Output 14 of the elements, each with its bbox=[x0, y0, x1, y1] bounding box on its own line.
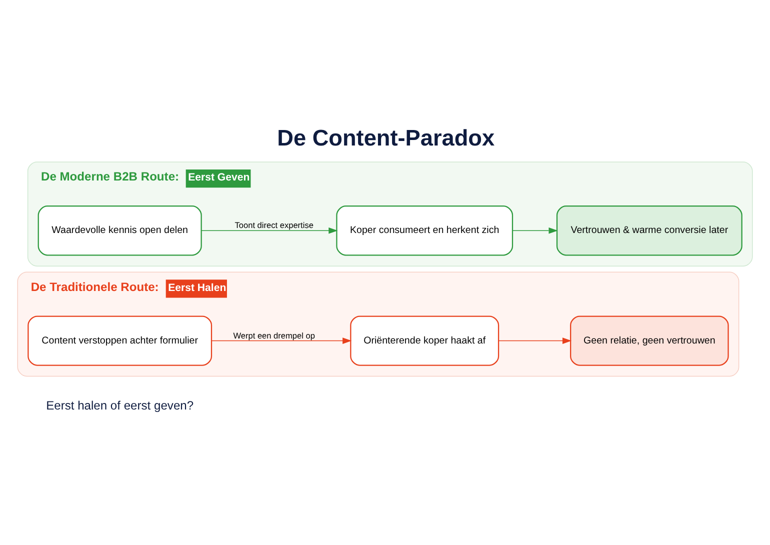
arrow bbox=[498, 338, 572, 344]
node-box: Oriënterende koper haakt af bbox=[350, 316, 500, 366]
label: Eerst halen of eerst geven? bbox=[46, 398, 194, 412]
edge-label: Werpt een drempel op bbox=[233, 330, 316, 340]
node-box: Geen relatie, geen vertrouwen bbox=[570, 316, 729, 366]
arrow bbox=[512, 227, 558, 234]
edge-label: Toont direct expertise bbox=[234, 220, 314, 230]
node-box: Content verstoppen achter formulier bbox=[28, 316, 212, 366]
node-box: Waardevolle kennis open delen bbox=[38, 206, 202, 256]
node-box: Vertrouwen & warme conversie later bbox=[556, 206, 742, 256]
diagram-title: De Content-Paradox bbox=[277, 125, 495, 150]
arrow bbox=[201, 227, 338, 234]
node-box: Koper consumeert en herkent zich bbox=[336, 206, 514, 256]
arrow bbox=[211, 338, 352, 344]
